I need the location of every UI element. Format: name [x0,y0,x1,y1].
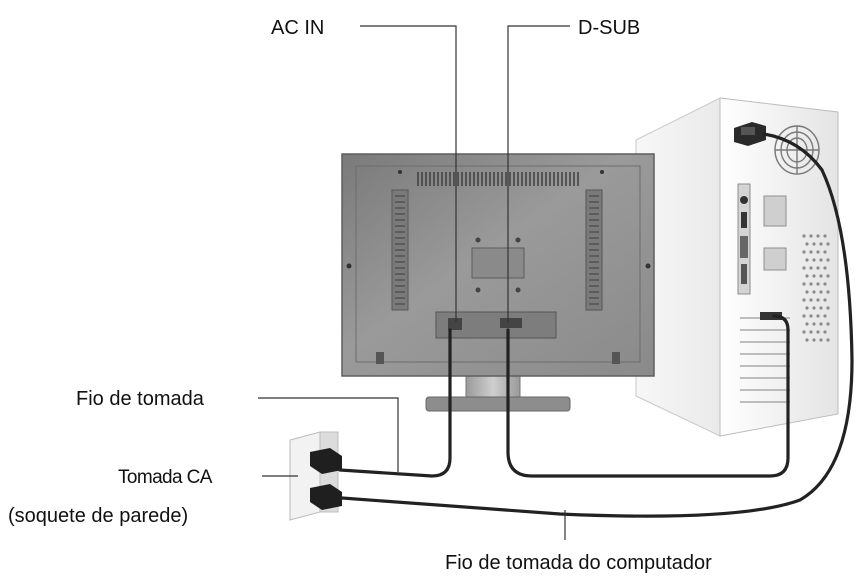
vent-hole [812,258,816,262]
monitor-top-vent [417,172,579,186]
vent-hole [816,250,820,254]
ac-in-label: AC IN [271,17,324,39]
vent-hole [809,330,813,334]
vent-hole [812,242,816,246]
vent-hole [809,298,813,302]
vent-hole [816,298,820,302]
vent-hole [802,330,806,334]
vent-hole [816,234,820,238]
vent-hole [812,338,816,342]
dsub-signal-cable [506,314,790,478]
vent-hole [802,314,806,318]
vent-hole [826,258,830,262]
vent-hole [819,306,823,310]
vent-hole [816,282,820,286]
monitor-side-grille-right [585,189,603,311]
wall-outlet [289,431,342,521]
ac-in-leader [360,25,457,322]
computer-case [635,97,839,437]
vent-hole [812,306,816,310]
vent-hole [812,322,816,326]
vent-hole [823,250,827,254]
leader-lines [258,25,570,540]
monitor-side-grille-left [391,189,409,311]
vent-hole [826,322,830,326]
vent-hole [805,242,809,246]
wall-socket-label: (soquete de parede) [8,505,188,527]
power-cord-leader [258,397,399,472]
computer-power-cord-label: Fio de tomada do computador [445,552,712,574]
ac-plug-lower [310,484,342,510]
vent-hole [819,338,823,342]
vent-hole [802,266,806,270]
vent-hole [819,242,823,246]
vent-hole [805,290,809,294]
vent-hole [826,242,830,246]
vent-hole [805,306,809,310]
vent-hole [816,266,820,270]
vent-hole [823,234,827,238]
vent-hole [826,338,830,342]
vga-port [760,312,782,320]
vent-hole [823,298,827,302]
vent-hole [802,250,806,254]
computer-power-cable [340,132,854,518]
vent-hole [805,322,809,326]
vent-hole [819,274,823,278]
vent-hole [809,282,813,286]
vent-hole [823,314,827,318]
monitor-rear [341,153,655,412]
vent-hole [823,266,827,270]
monitor-power-cable [338,328,452,478]
vent-holes [802,234,830,342]
d-sub-leader [507,25,570,322]
vent-hole [816,314,820,318]
ac-plug-upper [310,448,342,474]
vent-hole [819,258,823,262]
vesa-mount [471,237,525,293]
fan-grille [774,125,820,175]
power-cord-label: Fio de tomada [76,388,205,410]
monitor-stand-base [425,396,571,412]
vent-hole [809,234,813,238]
ac-outlet-label: Tomada CA [118,467,213,488]
io-panel [737,183,787,295]
vent-hole [805,338,809,342]
vent-hole [826,274,830,278]
vent-hole [823,282,827,286]
vent-hole [802,298,806,302]
vent-hole [809,266,813,270]
vent-hole [812,290,816,294]
pc-power-socket [734,122,766,146]
cables [338,132,854,518]
vent-hole [809,250,813,254]
vent-hole [809,314,813,318]
vent-hole [823,330,827,334]
vent-hole [826,290,830,294]
vent-hole [819,290,823,294]
vent-hole [819,322,823,326]
vent-hole [802,234,806,238]
vent-hole [805,258,809,262]
vent-hole [826,306,830,310]
vent-hole [802,282,806,286]
vent-hole [816,330,820,334]
vent-hole [812,274,816,278]
vent-hole [805,274,809,278]
d-sub-label: D-SUB [578,17,640,39]
